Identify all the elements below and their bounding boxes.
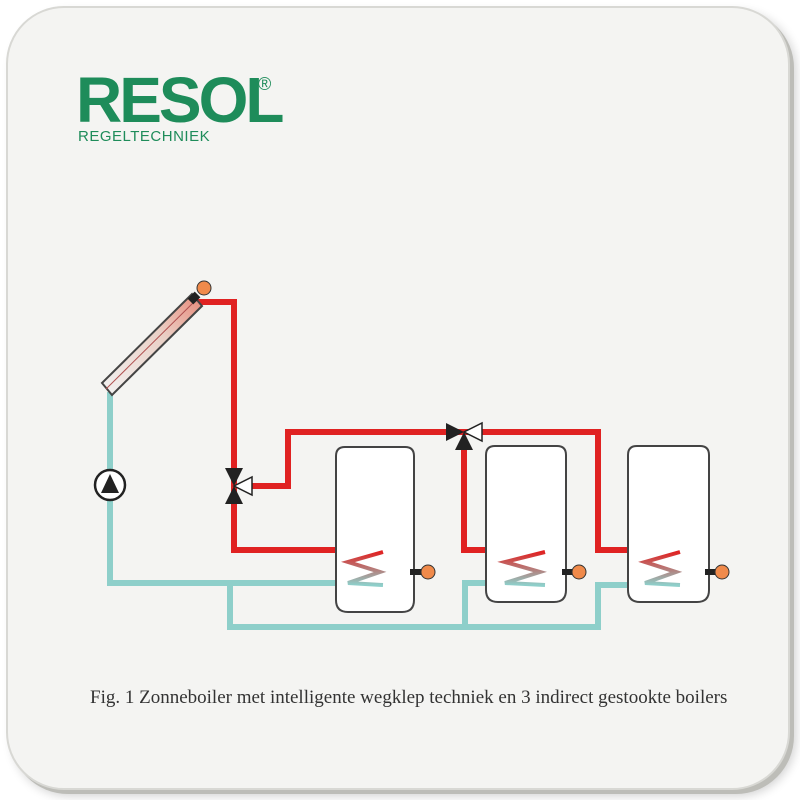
hot-pipe-valve-branch [246, 429, 680, 553]
logo-brand: RESOL [76, 64, 284, 136]
cold-pipe-common-return [227, 582, 680, 630]
collector-sensor-icon [196, 280, 212, 296]
storage-tank-3 [627, 445, 730, 603]
solar-collector-icon [100, 291, 204, 397]
heat-exchanger-coil-2 [497, 550, 547, 587]
hot-pipe-collector-flow [198, 299, 380, 553]
pump-icon [93, 468, 127, 502]
storage-tank-2 [485, 445, 587, 603]
hot-pipe-network [198, 299, 680, 553]
tank-1-sensor-icon [420, 564, 436, 580]
figure-caption: Fig. 1 Zonneboiler met intelligente wegk… [90, 687, 728, 708]
tank-2-sensor-icon [571, 564, 587, 580]
cold-pipe-collector-return [107, 392, 383, 586]
storage-tank-1 [335, 446, 436, 613]
resol-logo: RESOL ® REGELTECHNIEK [76, 64, 284, 145]
heat-exchanger-coil-3 [638, 550, 683, 587]
tank-3-sensor-icon [714, 564, 730, 580]
three-way-valve-left-icon [225, 468, 253, 504]
logo-subtitle: REGELTECHNIEK [78, 128, 211, 145]
heat-exchanger-coil-1 [341, 550, 387, 587]
logo-registered-mark: ® [258, 74, 272, 94]
figure-card: RESOL ® REGELTECHNIEK [6, 6, 790, 790]
three-way-valve-top-icon [446, 421, 483, 450]
